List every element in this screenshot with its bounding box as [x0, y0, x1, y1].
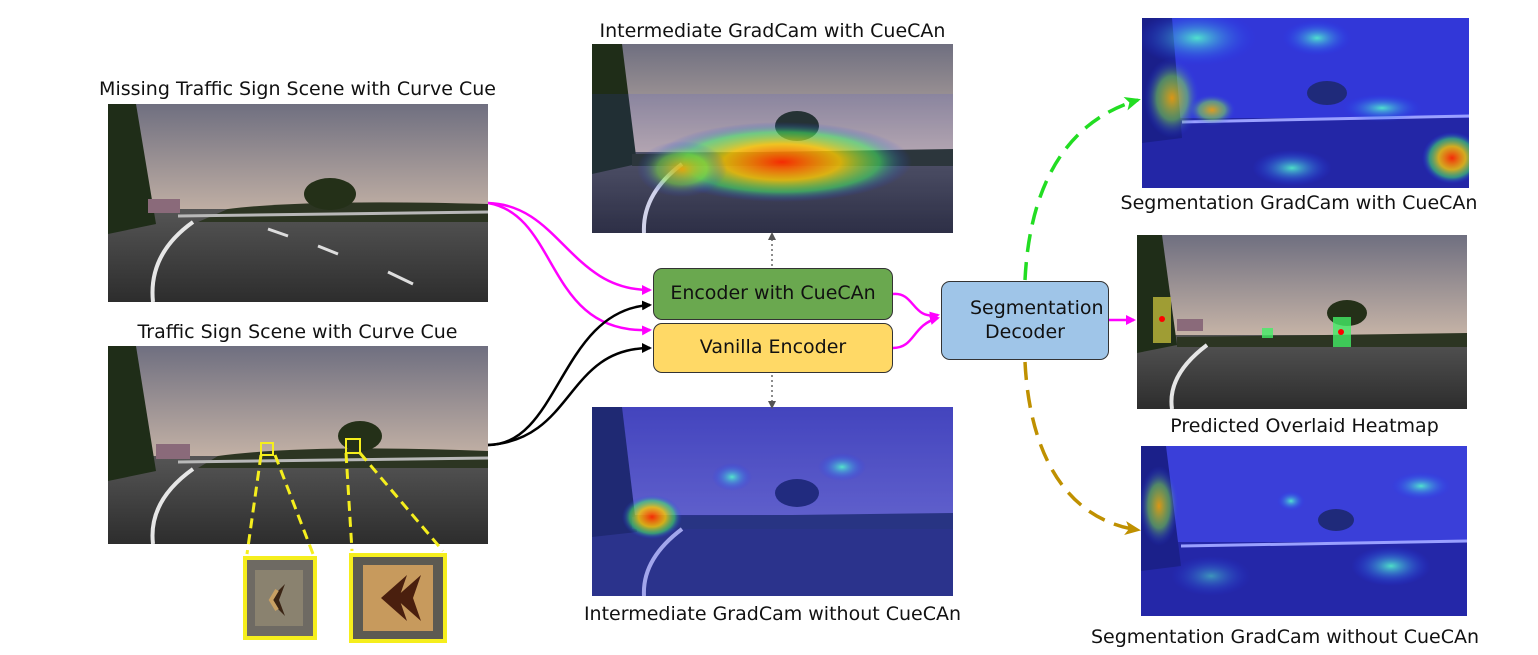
caption-sign-scene: Traffic Sign Scene with Curve Cue — [137, 321, 458, 343]
dashed-arrow-to-seg-with — [1023, 96, 1141, 281]
arrow-sign-to-encoder-cuecan — [487, 300, 652, 447]
arrow-encoder-cuecan-to-decoder — [892, 292, 940, 322]
caption-missing-scene: Missing Traffic Sign Scene with Curve Cu… — [99, 78, 496, 100]
caption-seg-with: Segmentation GradCam with CueCAn — [1120, 192, 1478, 214]
caption-seg-without: Segmentation GradCam without CueCAn — [1090, 626, 1480, 648]
segmentation-gradcam-without-image — [1141, 446, 1467, 616]
dashed-arrow-to-seg-without — [1023, 361, 1141, 536]
zoom-inset-sign-1 — [243, 556, 317, 640]
sign-marker-2 — [345, 438, 361, 454]
missing-sign-scene-image — [108, 104, 488, 302]
arrow-missing-to-encoder-cuecan — [487, 201, 652, 295]
zoom-line-1a — [245, 454, 263, 555]
zoom-inset-sign-2 — [349, 553, 447, 643]
vanilla-encoder-block: Vanilla Encoder — [653, 323, 893, 373]
encoder-with-cuecan-block: Encoder with CueCAn — [653, 268, 893, 320]
arrow-missing-to-vanilla — [487, 201, 652, 336]
zoom-line-2b — [358, 452, 445, 552]
caption-intermediate-with: Intermediate GradCam with CueCAn — [599, 20, 946, 42]
arrow-sign-to-vanilla — [487, 343, 652, 447]
zoom-line-1b — [273, 454, 315, 555]
segmentation-decoder-block: Segmentation Decoder — [941, 281, 1109, 360]
sign-marker-1 — [260, 442, 274, 456]
caption-intermediate-without: Intermediate GradCam without CueCAn — [583, 603, 962, 625]
arrow-vanilla-to-decoder — [892, 315, 940, 350]
predicted-overlaid-heatmap-image — [1137, 235, 1467, 409]
intermediate-gradcam-with-image — [592, 44, 953, 233]
decoder-label: Segmentation Decoder — [970, 296, 1104, 343]
caption-predicted: Predicted Overlaid Heatmap — [1170, 415, 1439, 437]
segmentation-gradcam-with-image — [1142, 18, 1469, 188]
intermediate-gradcam-without-image — [592, 407, 953, 596]
zoom-line-2a — [344, 452, 354, 552]
